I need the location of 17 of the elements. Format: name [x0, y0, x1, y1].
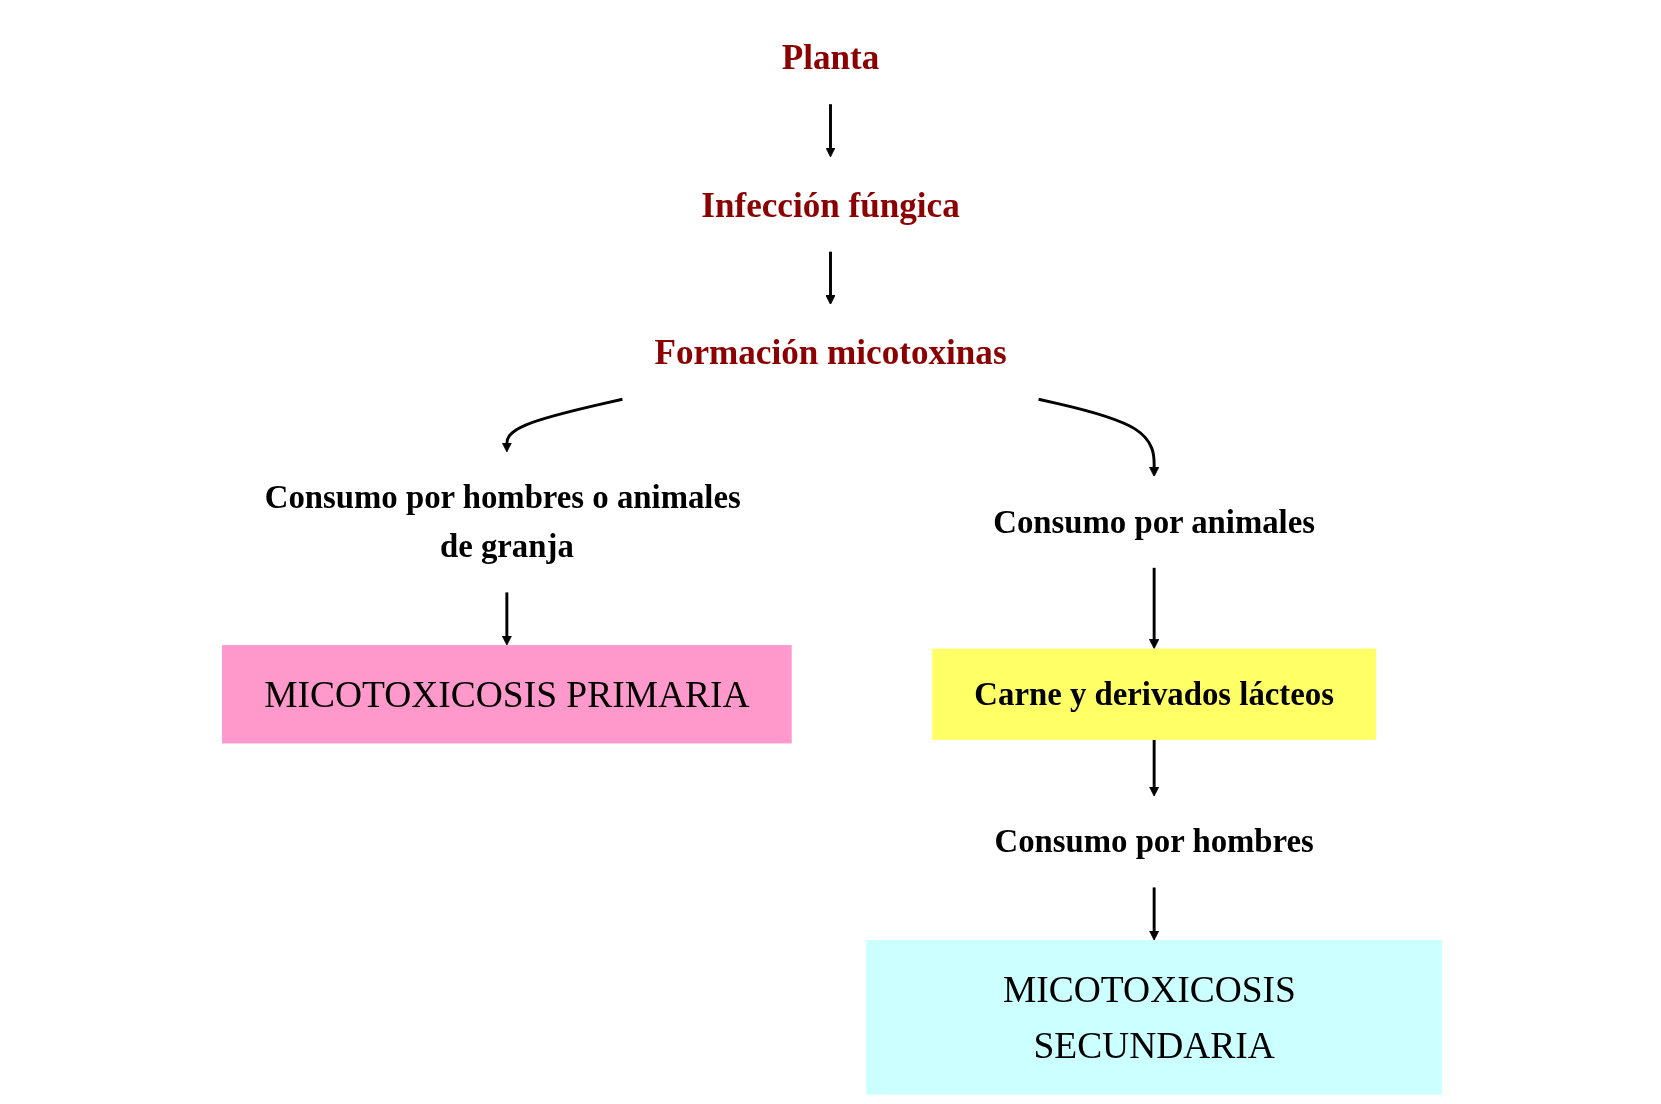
arrow: [825, 251, 836, 305]
node-text: Consumo por hombres o animales de granja: [264, 478, 741, 565]
node-text: Planta: [781, 37, 880, 77]
arrow: [1149, 887, 1160, 941]
arrow: [825, 104, 836, 158]
arrow: [1149, 567, 1160, 650]
arrow: [501, 592, 512, 646]
arrow: [1149, 739, 1160, 797]
node-text: Consumo por hombres: [994, 823, 1314, 860]
node-text: Infección fúngica: [701, 184, 960, 224]
node-box: MICOTOXICOSIS PRIMARIA: [222, 645, 792, 744]
arrow: [1038, 397, 1160, 477]
node-box: MICOTOXICOSIS SECUNDARIA: [866, 940, 1443, 1095]
node-box: Carne y derivados lácteos: [932, 648, 1377, 740]
arrow: [501, 397, 623, 453]
node-text: Formación micotoxinas: [654, 332, 1007, 372]
node-text: Consumo por animales: [993, 503, 1316, 540]
